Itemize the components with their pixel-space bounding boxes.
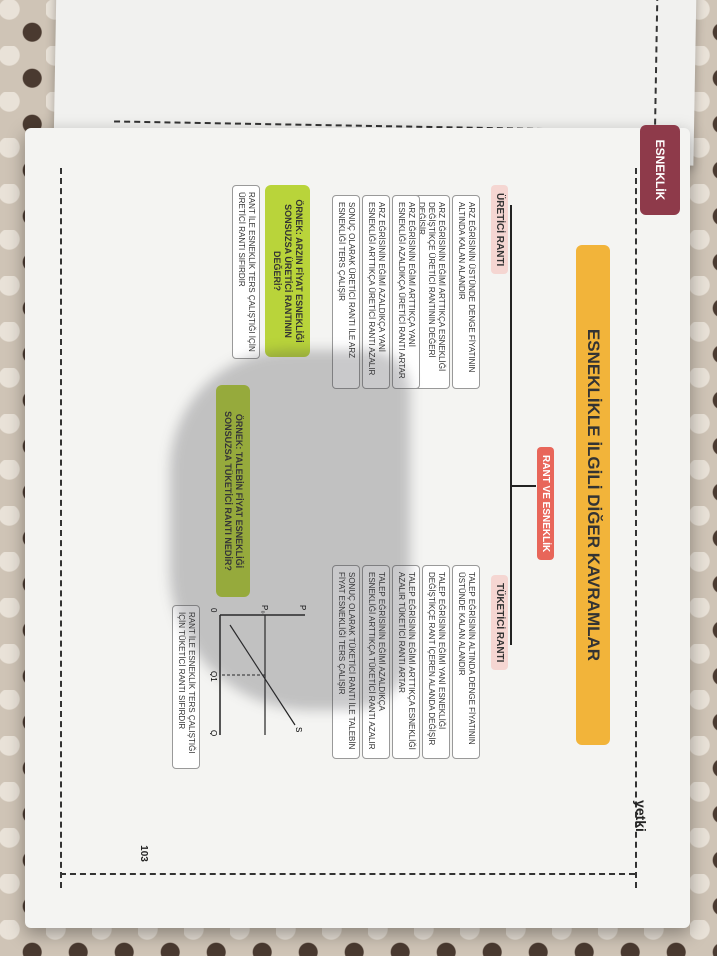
center-tag: RANT VE ESNEKLİK [537,447,554,561]
graph-label-s: S [294,727,303,732]
hand-shadow [170,350,410,710]
graph-label-p0: P₀ [260,605,269,614]
producer-item: ARZ EĞRİSİNİN ÜSTÜNDE DENGE FİYATININ AL… [452,195,480,389]
consumer-item: TALEP EĞRİSİNİN EĞİMİ YANİ ESNEKLİĞİ DEĞ… [422,565,450,759]
dashed-border-left [60,168,62,888]
connector [510,205,512,645]
dashed-border [653,0,659,135]
section-tag: ESNEKLİK [640,125,680,215]
dashed-border-right [635,168,637,888]
graph-label-p: P [298,605,307,610]
consumer-item: TALEP EĞRİSİNİN ALTINDA DENGE FİYATININ … [452,565,480,759]
example-answer-1: RANT İLE ESNEKLİK TERS ÇALIŞTIĞI İÇİN ÜR… [232,185,260,359]
example-question-1: ÖRNEK: ARZIN FİYAT ESNEKLİĞİ SONSUZSA ÜR… [265,185,310,357]
connector [512,485,536,487]
graph-label-q: Q [210,730,218,736]
page-number: 103 [137,845,149,862]
graph-label-origin: 0 [210,608,218,613]
dashed-border-bottom [60,873,635,875]
page-title: ESNEKLİKLE İLGİLİ DİĞER KAVRAMLAR [576,245,610,745]
consumer-tag: TÜKETİCİ RANTI [491,575,508,671]
graph-label-q1: Q1 [210,671,218,682]
supply-demand-graph: P P₀ Q Q1 S 0 [210,605,307,736]
rotated-content: ESNEKLİK ESNEKLİKLE İLGİLİ DİĞER KAVRAML… [80,125,680,825]
producer-tag: ÜRETİCİ RANTI [491,185,508,275]
